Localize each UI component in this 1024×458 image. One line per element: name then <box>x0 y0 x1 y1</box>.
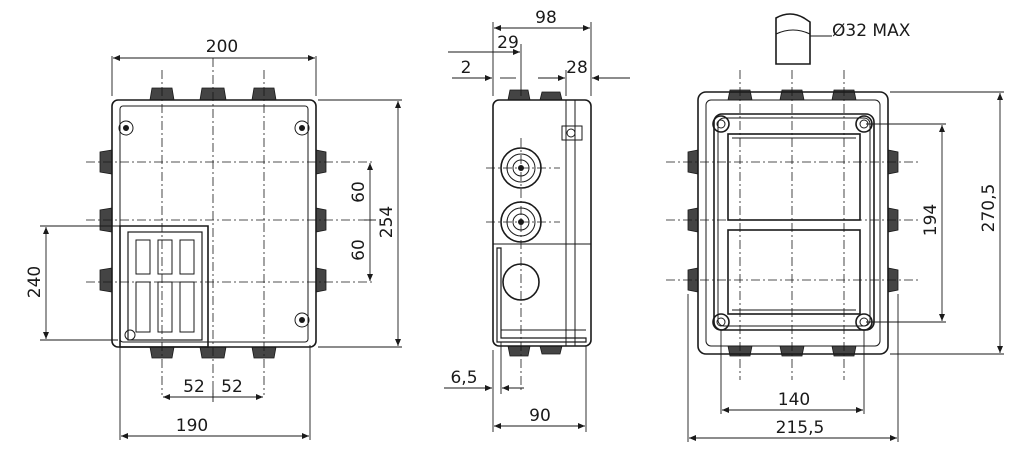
rear-inner-border <box>705 99 881 347</box>
side-body <box>492 99 592 347</box>
dim-text-254: 254 <box>377 206 397 238</box>
dim-text-215-5: 215,5 <box>776 418 825 438</box>
side-gland-bottom-right <box>539 345 563 355</box>
rear-body <box>697 91 889 355</box>
dim-text-98: 98 <box>535 8 557 28</box>
dim-height-240: 240 <box>25 225 118 341</box>
dim-depth-90: 90 <box>492 346 587 432</box>
dim-height-194: 194 <box>866 123 946 323</box>
dim-text-90: 90 <box>529 406 551 426</box>
dim-text-240: 240 <box>25 266 45 298</box>
dim-width-140: 140 <box>720 330 865 414</box>
cable-symbol: Ø32 MAX <box>775 13 911 65</box>
dim-gland-spacing: 52 52 <box>163 377 263 402</box>
dim-text-60-upper: 60 <box>349 181 369 203</box>
dim-text-2: 2 <box>461 58 472 78</box>
dim-width-215-5: 215,5 <box>687 294 899 442</box>
dim-depth-28: 28 <box>538 58 630 96</box>
cable-label: Ø32 MAX <box>832 21 911 41</box>
front-body <box>111 99 317 348</box>
side-view: 98 29 2 28 6,5 <box>444 8 630 432</box>
dim-text-60-lower: 60 <box>349 239 369 261</box>
lid-screws <box>118 120 310 341</box>
dim-height-270-5: 270,5 <box>890 91 1004 355</box>
side-gland-bottom-left <box>507 345 531 357</box>
left-gland-lower <box>99 267 113 293</box>
dim-depth-98: 98 <box>492 8 592 96</box>
dim-text-140: 140 <box>778 390 810 410</box>
right-gland-lower <box>315 267 327 293</box>
side-gland-top-right <box>539 91 563 101</box>
dim-depth-29: 29 <box>448 33 522 96</box>
dim-text-200: 200 <box>206 37 238 57</box>
dim-text-190: 190 <box>176 416 208 436</box>
dim-width-190: 190 <box>119 345 311 440</box>
dim-wall-6-5: 6,5 <box>444 342 524 394</box>
rear-view: 194 270,5 140 215,5 <box>666 70 1004 442</box>
dim-text-194: 194 <box>921 204 941 236</box>
dim-text-6-5: 6,5 <box>450 368 477 388</box>
front-lid <box>119 105 309 343</box>
dim-text-29: 29 <box>497 33 519 53</box>
dim-text-28: 28 <box>566 58 588 78</box>
dim-text-52-right: 52 <box>221 377 243 397</box>
side-gland-top-left <box>507 89 531 101</box>
rear-mounting-frame <box>713 113 875 331</box>
dim-offset-2: 2 <box>452 58 516 81</box>
dim-spacing-60: 60 60 <box>349 163 376 281</box>
dim-text-52-left: 52 <box>183 377 205 397</box>
internal-frame-cutaway <box>112 225 209 348</box>
rear-centerlines <box>666 70 918 380</box>
front-centerlines <box>86 58 374 395</box>
dim-width-200: 200 <box>111 37 317 96</box>
side-wall-section <box>496 247 587 343</box>
front-view: 200 190 52 52 240 60 60 <box>25 37 402 440</box>
rear-mounting-holes <box>712 115 873 331</box>
dim-height-254: 254 <box>318 99 402 348</box>
dim-text-270-5: 270,5 <box>979 184 999 233</box>
